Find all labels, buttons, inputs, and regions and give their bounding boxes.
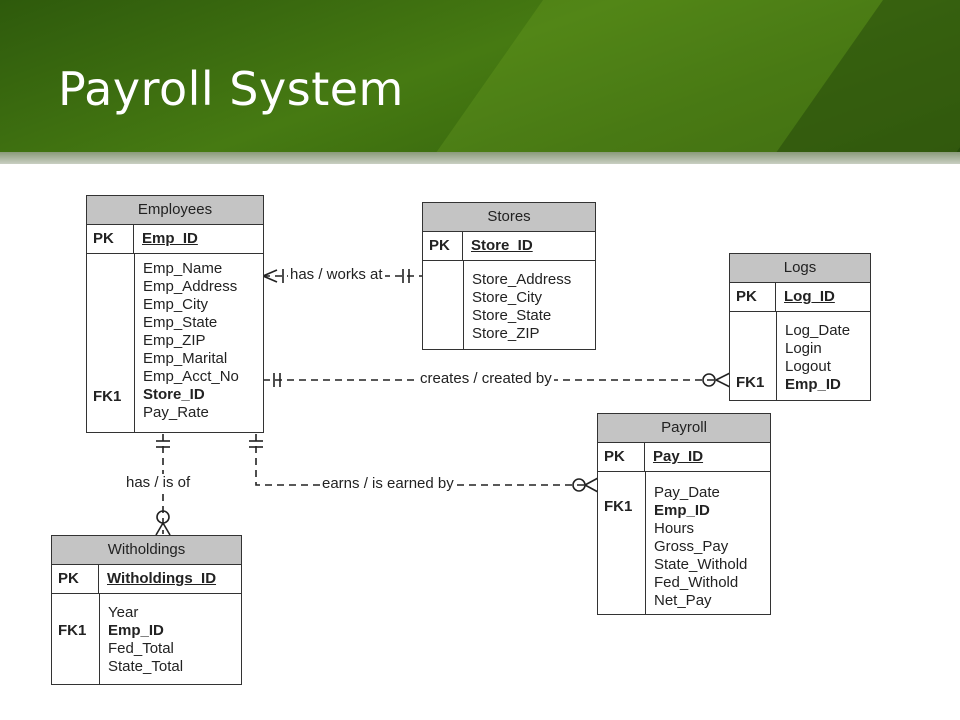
field: Store_State <box>472 307 552 324</box>
field-list: Year Emp_ID Fed_Total State_Total <box>100 594 183 684</box>
slide-title: Payroll System <box>58 62 404 116</box>
entity-name: Stores <box>423 203 595 232</box>
field-list: Log_Date Login Logout Emp_ID <box>777 312 850 400</box>
entity-name: Logs <box>730 254 870 283</box>
pk-label: PK <box>730 283 776 311</box>
rel-label-has-works-at: has / works at <box>288 266 385 283</box>
field: State_Withold <box>654 556 748 573</box>
field: Emp_Address <box>143 278 238 295</box>
field: Emp_City <box>143 296 209 313</box>
entity-name: Witholdings <box>52 536 241 565</box>
fk-field: Emp_ID <box>654 502 710 519</box>
rel-label-creates: creates / created by <box>418 370 554 387</box>
field: Store_Address <box>472 271 572 288</box>
title-banner <box>0 0 960 152</box>
fk-label: FK1 <box>604 498 633 515</box>
field: Emp_Name <box>143 260 223 277</box>
rel-label-earns: earns / is earned by <box>320 475 456 492</box>
field: Gross_Pay <box>654 538 729 555</box>
pk-label: PK <box>598 443 645 471</box>
pk-row: PK Log_ID <box>730 283 870 312</box>
field: Fed_Withold <box>654 574 739 591</box>
entity-payroll: Payroll PK Pay_ID FK1 Pay_Date Emp_ID Ho… <box>597 413 771 615</box>
key-column: FK1 <box>87 254 135 432</box>
entity-employees: Employees PK Emp_ID FK1 Emp_Name Emp_Add… <box>86 195 264 433</box>
field: Emp_State <box>143 314 218 331</box>
pk-field: Witholdings_ID <box>107 570 217 587</box>
key-column: FK1 <box>598 472 646 614</box>
field-list: Emp_Name Emp_Address Emp_City Emp_State … <box>135 254 239 432</box>
field: Logout <box>785 358 831 375</box>
pk-label: PK <box>423 232 463 260</box>
entity-stores: Stores PK Store_ID Store_Address Store_C… <box>422 202 596 350</box>
field: Emp_Acct_No <box>143 368 239 385</box>
key-column: FK1 <box>730 312 777 400</box>
fk-label: FK1 <box>58 622 87 639</box>
fk-field: Emp_ID <box>108 622 164 639</box>
pk-label: PK <box>87 225 134 253</box>
pk-field: Store_ID <box>471 237 533 254</box>
key-column: FK1 <box>52 594 100 684</box>
field: Login <box>785 340 822 357</box>
field: Store_ZIP <box>472 325 540 342</box>
field: State_Total <box>108 658 184 675</box>
fk-field: Emp_ID <box>785 376 841 393</box>
field: Emp_ZIP <box>143 332 206 349</box>
emp-payroll-line <box>255 434 586 486</box>
pk-row: PK Store_ID <box>423 232 595 261</box>
field: Emp_Marital <box>143 350 228 367</box>
fk-field: Store_ID <box>143 386 205 403</box>
banner-divider <box>0 152 960 164</box>
pk-row: PK Pay_ID <box>598 443 770 472</box>
field: Hours <box>654 520 695 537</box>
entity-witholdings: Witholdings PK Witholdings_ID FK1 Year E… <box>51 535 242 685</box>
entity-logs: Logs PK Log_ID FK1 Log_Date Login Logout… <box>729 253 871 401</box>
pk-row: PK Witholdings_ID <box>52 565 241 594</box>
entity-name: Employees <box>87 196 263 225</box>
field-list: Pay_Date Emp_ID Hours Gross_Pay State_Wi… <box>646 472 747 614</box>
field-list: Store_Address Store_City Store_State Sto… <box>464 261 571 349</box>
pk-field: Emp_ID <box>142 230 198 247</box>
fk-label: FK1 <box>93 388 122 405</box>
field: Pay_Rate <box>143 404 209 421</box>
field: Pay_Date <box>654 484 720 501</box>
field: Log_Date <box>785 322 851 339</box>
field: Fed_Total <box>108 640 174 657</box>
field: Store_City <box>472 289 543 306</box>
pk-field: Log_ID <box>784 288 835 305</box>
pk-label: PK <box>52 565 99 593</box>
pk-row: PK Emp_ID <box>87 225 263 254</box>
field: Year <box>108 604 139 621</box>
fk-label: FK1 <box>736 374 765 391</box>
rel-label-has-is-of: has / is of <box>124 474 193 491</box>
field: Net_Pay <box>654 592 712 609</box>
entity-name: Payroll <box>598 414 770 443</box>
pk-field: Pay_ID <box>653 448 704 465</box>
key-column <box>423 261 464 349</box>
